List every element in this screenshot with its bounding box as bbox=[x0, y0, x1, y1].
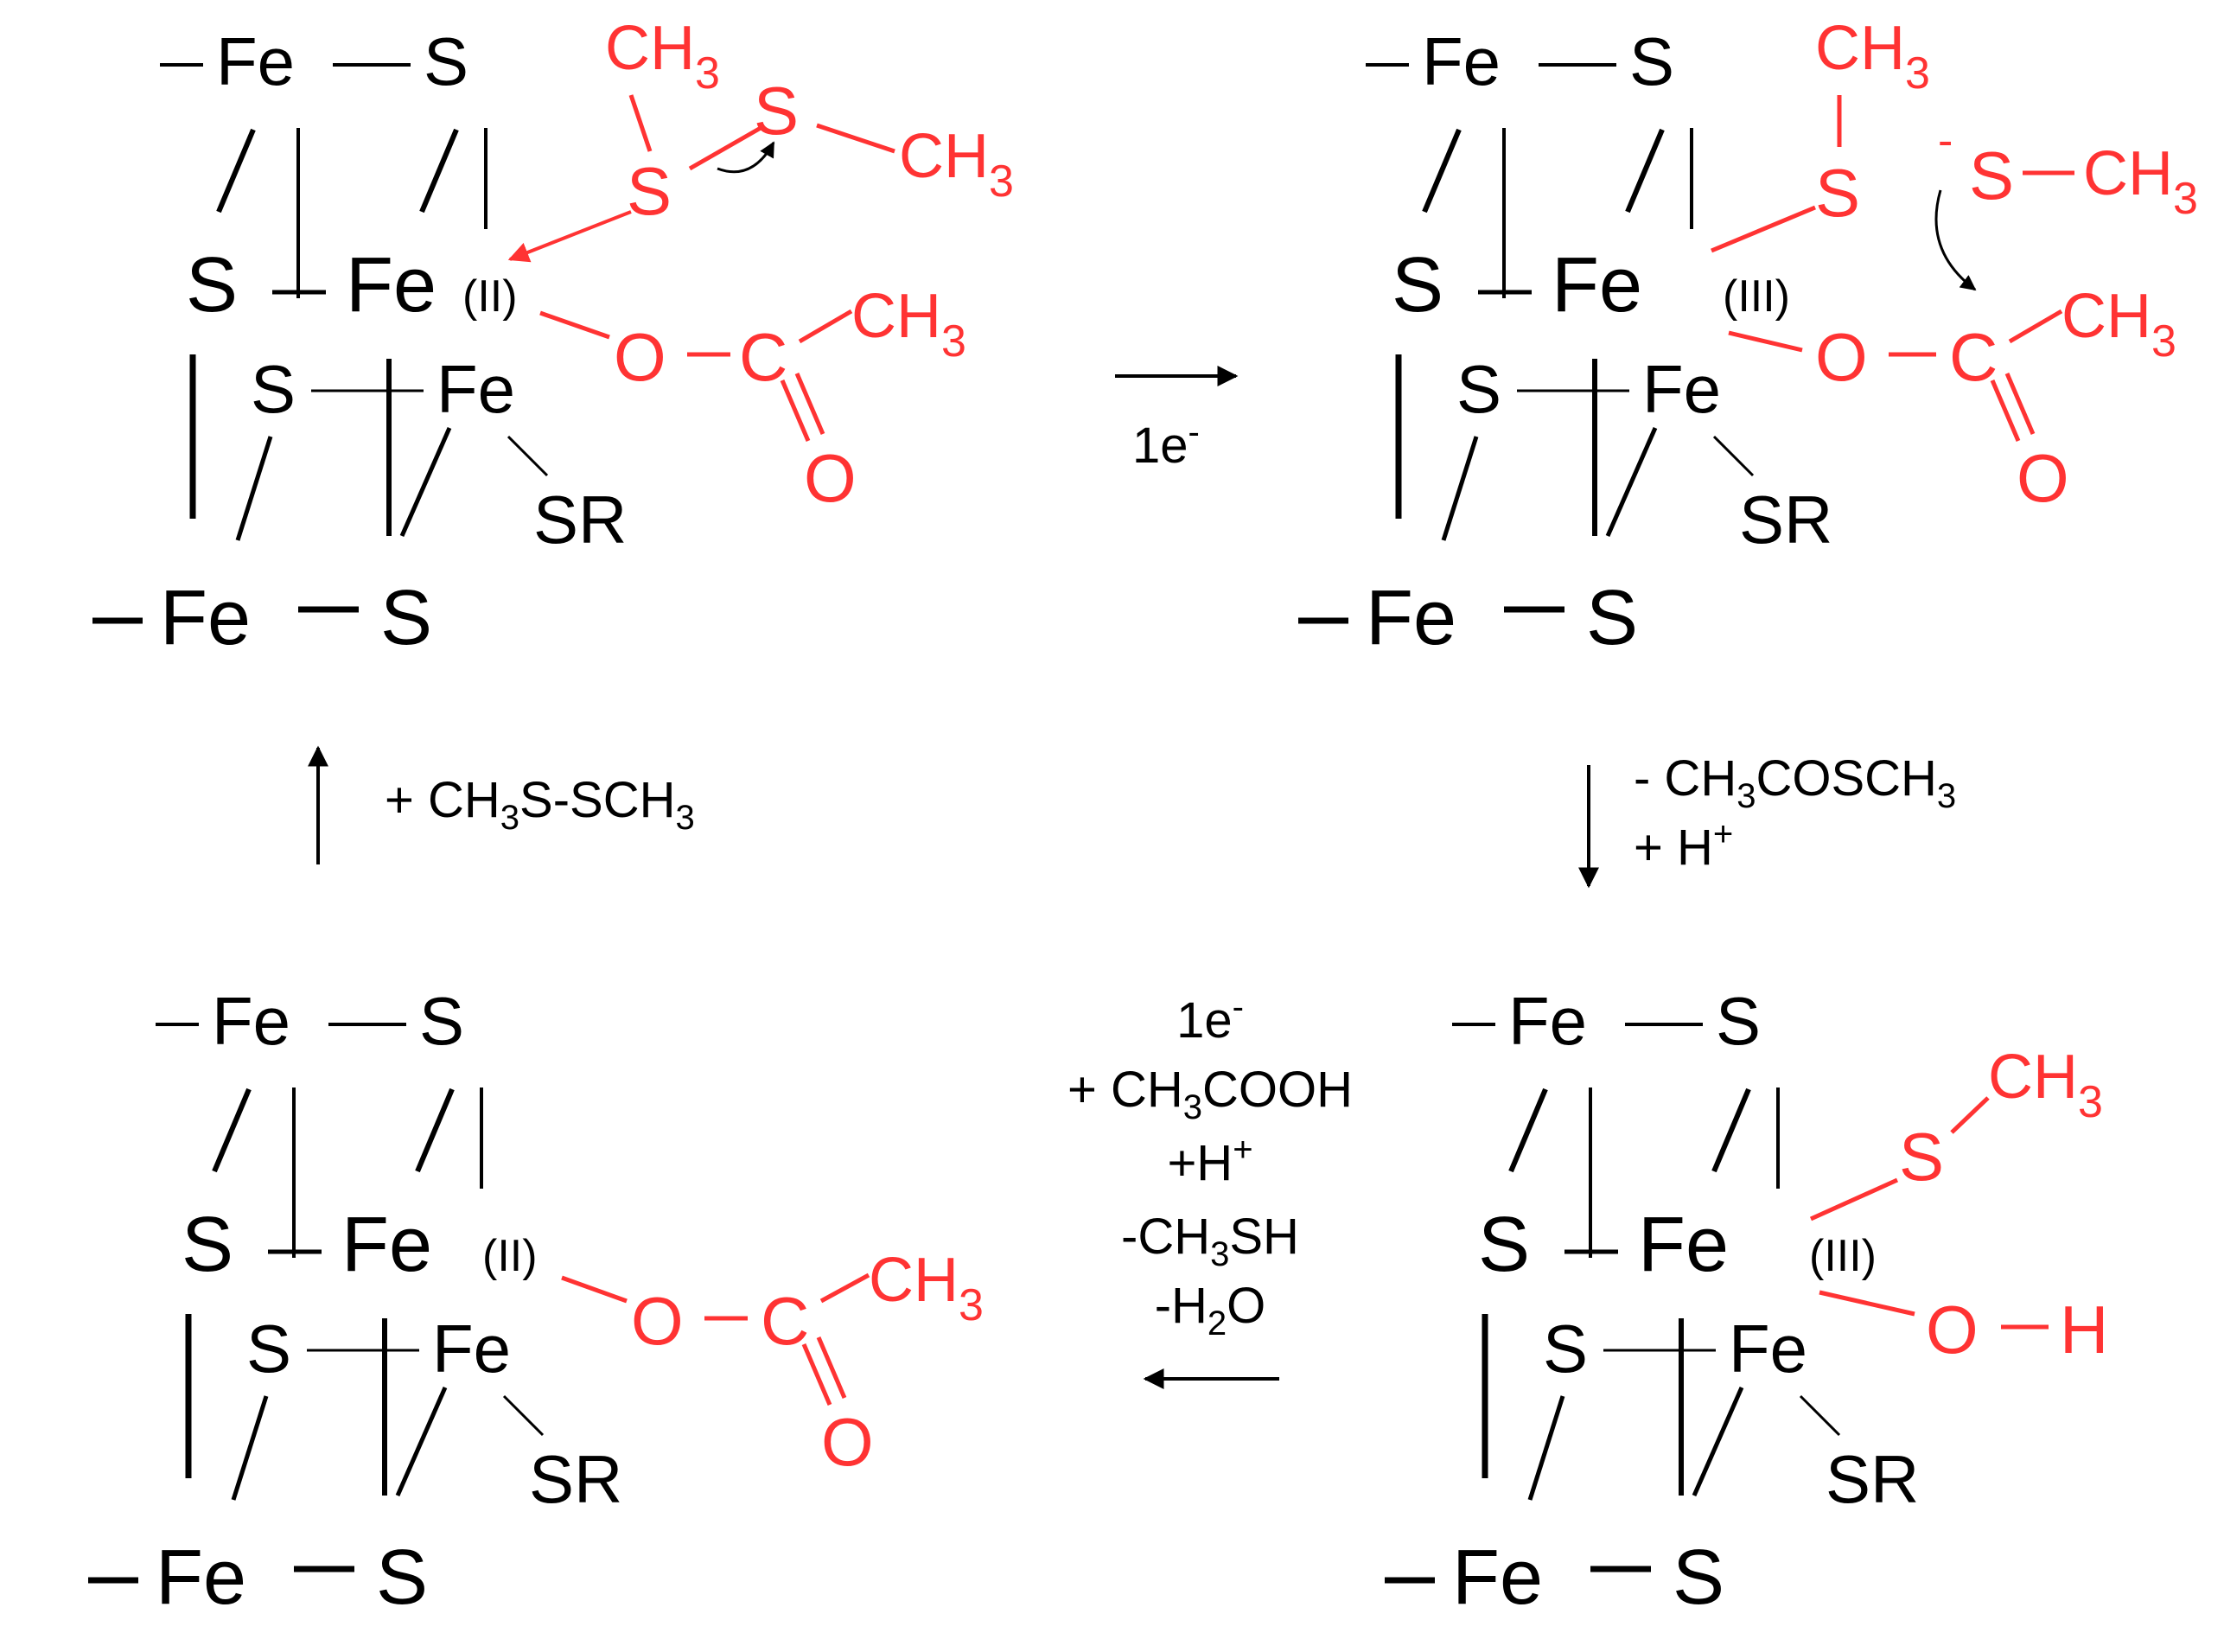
step-condition: - CH3COSCH3 bbox=[1634, 750, 1956, 815]
step-condition: -H2O bbox=[1155, 1278, 1266, 1343]
oxygen-atom: O bbox=[2017, 440, 2069, 516]
panel-top-right: (III) CH3 S - S CH3 O C CH3 O bbox=[1298, 14, 2198, 661]
methyl-group: CH3 bbox=[2062, 282, 2176, 367]
sulfur-atom: S bbox=[627, 153, 672, 229]
step-condition: 1e- bbox=[1132, 413, 1200, 474]
sulfur-atom: S bbox=[1899, 1119, 1944, 1195]
carbon-atom: C bbox=[1949, 319, 1998, 395]
sulfur-atom: S bbox=[1815, 155, 1860, 231]
panel-bottom-left: (II) O C CH3 O bbox=[88, 983, 984, 1621]
step-condition: + CH3S-SCH3 bbox=[385, 772, 695, 837]
step-right-down: - CH3COSCH3 + H+ bbox=[1578, 750, 1956, 889]
step-condition: 1e- bbox=[1176, 988, 1244, 1049]
fe-oxidation-state: (III) bbox=[1723, 271, 1790, 322]
methyl-group: CH3 bbox=[851, 282, 966, 367]
oxygen-atom: O bbox=[614, 319, 666, 395]
carbon-atom: C bbox=[761, 1283, 809, 1359]
panel-bottom-right: (III) S CH3 O H bbox=[1385, 983, 2108, 1621]
methyl-group: CH3 bbox=[869, 1246, 984, 1330]
methyl-group: CH3 bbox=[2083, 139, 2198, 224]
methyl-group: CH3 bbox=[1815, 14, 1930, 99]
sulfur-atom: S bbox=[754, 73, 799, 149]
oxygen-atom: O bbox=[1926, 1292, 1979, 1368]
sulfur-atom: S bbox=[1969, 137, 2014, 214]
oxygen-atom: O bbox=[804, 440, 857, 516]
carbon-atom: C bbox=[739, 319, 787, 395]
hydrogen-atom: H bbox=[2060, 1292, 2108, 1368]
methyl-group: CH3 bbox=[899, 122, 1014, 207]
step-left-up: + CH3S-SCH3 bbox=[308, 745, 695, 864]
oxygen-atom: O bbox=[1815, 319, 1868, 395]
oxygen-atom: O bbox=[631, 1283, 684, 1359]
fe-oxidation-state: (II) bbox=[482, 1231, 538, 1281]
step-condition: + CH3COOH bbox=[1067, 1062, 1353, 1126]
fe-oxidation-state: (II) bbox=[462, 271, 518, 322]
step-condition: -CH3SH bbox=[1121, 1209, 1299, 1273]
thiolate-charge: - bbox=[1938, 116, 1953, 166]
step-condition: + H+ bbox=[1634, 815, 1733, 876]
methyl-group: CH3 bbox=[605, 14, 720, 99]
step-condition: +H+ bbox=[1167, 1131, 1252, 1191]
methyl-group: CH3 bbox=[1988, 1043, 2103, 1127]
fe-oxidation-state: (III) bbox=[1809, 1231, 1877, 1281]
oxygen-atom: O bbox=[821, 1404, 874, 1480]
step-top-right: 1e- bbox=[1115, 366, 1239, 474]
step-bottom-left: 1e- + CH3COOH +H+ -CH3SH -H2O bbox=[1067, 988, 1353, 1389]
panel-top-left: (II) CH3 S S CH3 O C CH3 O bbox=[92, 14, 1014, 661]
